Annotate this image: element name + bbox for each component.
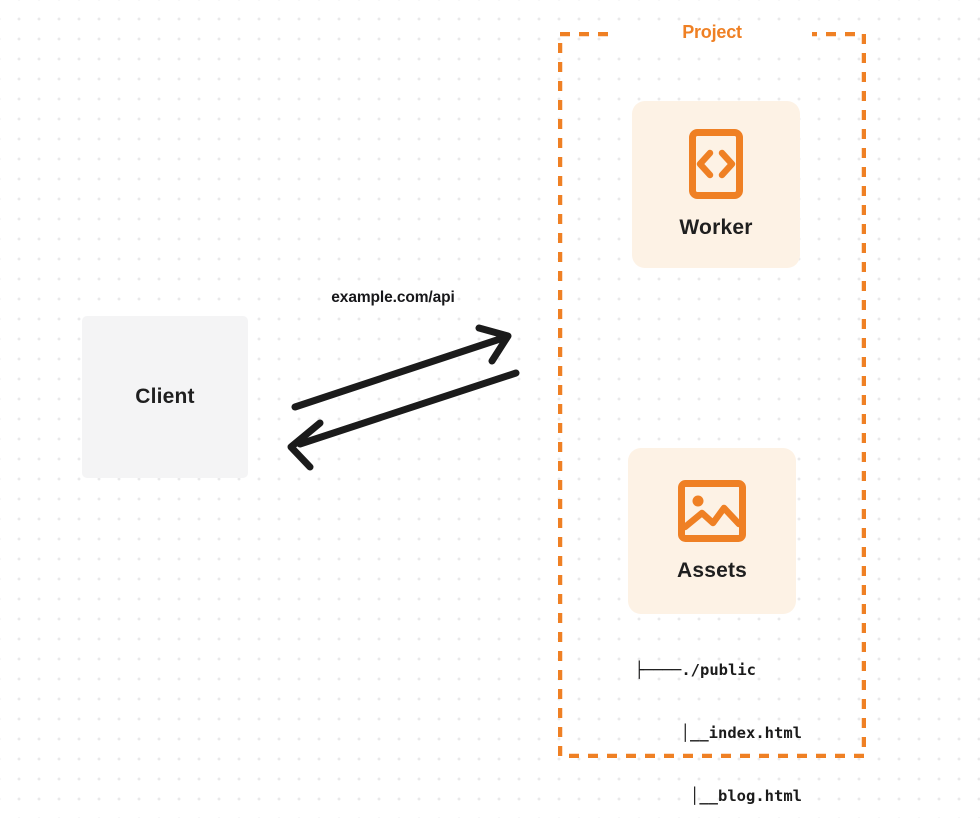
client-node[interactable]: Client (82, 316, 248, 478)
worker-node-label: Worker (679, 216, 753, 239)
tree-connector: ├──── (634, 661, 682, 679)
assets-node-label: Assets (676, 558, 748, 582)
tree-item-name: index.html (708, 724, 802, 742)
client-node-label: Client (135, 385, 195, 408)
edge-label-example-com-api: example.com/api (331, 289, 455, 306)
tree-item-name: blog.html (718, 787, 802, 805)
code-brackets-icon (689, 129, 743, 204)
tree-connector: │__ (680, 724, 709, 742)
file-tree-row: ├──── ./public (560, 660, 802, 681)
response-arrow-icon (287, 369, 520, 471)
assets-node[interactable]: Assets (628, 448, 796, 614)
file-tree-row: │__ blog.html (560, 786, 802, 807)
tree-item-name: ./public (681, 661, 756, 679)
project-boundary-title: Project (612, 21, 812, 44)
worker-node[interactable]: Worker (632, 101, 800, 268)
request-arrow-icon (291, 324, 512, 411)
image-icon (678, 479, 746, 547)
tree-connector: │__ (690, 787, 718, 805)
file-tree-row: │__ index.html (560, 723, 802, 744)
assets-file-tree: ├──── ./public │__ index.html │__ blog.h… (560, 618, 802, 818)
